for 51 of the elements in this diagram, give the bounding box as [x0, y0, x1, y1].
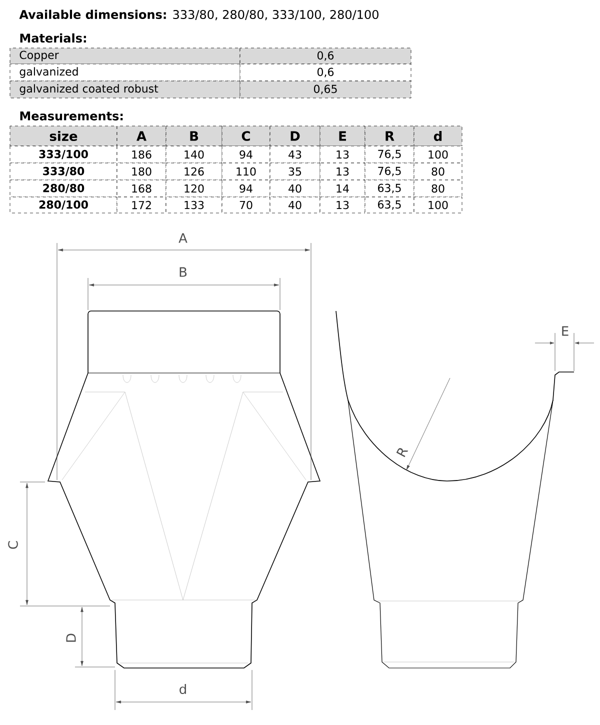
dimension-label: C — [8, 541, 18, 549]
table-cell: 180 — [116, 162, 166, 180]
table-cell: 100 — [414, 146, 462, 164]
table-cell: 14 — [320, 180, 366, 198]
dimension-label: R — [396, 448, 408, 458]
table-cell: 76,5 — [364, 162, 414, 180]
table-cell: R — [364, 126, 414, 146]
table-cell: 133 — [166, 196, 222, 214]
table-cell: 40 — [270, 180, 320, 198]
table-cell: 13 — [320, 146, 366, 164]
table-cell: 94 — [222, 146, 270, 164]
table-cell: 140 — [166, 146, 222, 164]
table-cell: galvanized — [10, 64, 240, 82]
table-cell: 94 — [222, 180, 270, 198]
table-cell: 168 — [116, 180, 166, 198]
table-cell: 186 — [116, 146, 166, 164]
table-cell: 120 — [166, 180, 222, 198]
heading: Available dimensions: 333/80, 280/80, 333/100, 280/100 — [19, 10, 378, 20]
table-cell: 110 — [222, 162, 270, 180]
table-cell: 13 — [320, 162, 366, 180]
table-cell: 80 — [414, 180, 462, 198]
table-cell: 35 — [270, 162, 320, 180]
table-cell: 0,65 — [240, 80, 412, 98]
table-cell: 76,5 — [364, 146, 414, 164]
table-cell: 0,6 — [240, 48, 412, 64]
dimension-label: A — [178, 233, 188, 243]
table-cell: A — [116, 126, 166, 146]
table-cell: D — [270, 126, 320, 146]
table-cell: 80 — [414, 162, 462, 180]
table-cell: Copper — [10, 48, 240, 64]
table-cell: 40 — [270, 196, 320, 214]
table-cell: 63,5 — [364, 180, 414, 198]
table-cell: E — [320, 126, 366, 146]
dimension-label: d — [180, 684, 186, 694]
table-cell: 100 — [414, 196, 462, 214]
heading: Materials: — [20, 33, 86, 43]
table-cell: B — [166, 126, 222, 146]
table-cell: 126 — [166, 162, 222, 180]
heading: Measurements: — [20, 112, 123, 120]
dimension-label: E — [562, 326, 568, 336]
table-cell: C — [222, 126, 270, 146]
table-cell: 70 — [222, 196, 270, 214]
table-cell: 172 — [116, 196, 166, 214]
dimension-label: D — [66, 634, 76, 642]
table-cell: 13 — [320, 196, 366, 214]
table-cell: 0,6 — [240, 64, 412, 82]
dimension-label: B — [180, 267, 187, 277]
table-cell: galvanized coated robust — [10, 80, 240, 98]
table-cell: 43 — [270, 146, 320, 164]
table-cell: d — [414, 126, 462, 146]
table-cell: 63,5 — [364, 196, 414, 214]
